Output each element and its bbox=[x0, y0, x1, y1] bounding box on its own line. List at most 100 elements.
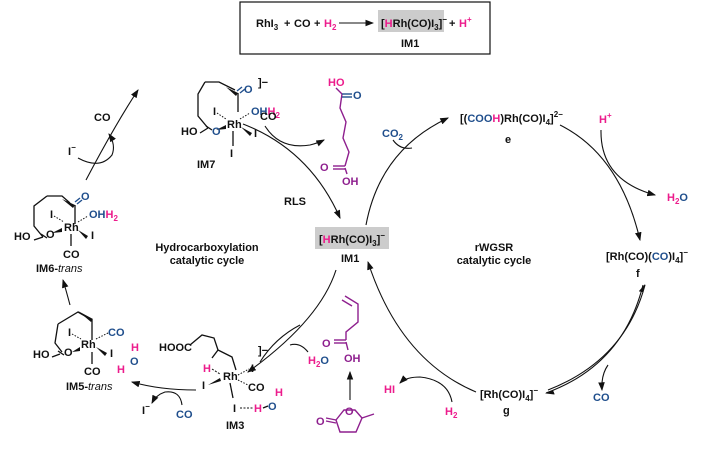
co-released-top-left: CO bbox=[94, 112, 111, 124]
im6-o-carbonyl: O bbox=[81, 191, 90, 203]
im3-water-h1: H bbox=[254, 403, 262, 415]
im7-i-left: I bbox=[213, 106, 216, 118]
im3-co: CO bbox=[248, 382, 265, 394]
h2-in: H2 bbox=[445, 406, 458, 420]
im7-o-carbonyl: O bbox=[244, 84, 253, 96]
arrow-e-to-f bbox=[559, 124, 642, 242]
adipic-oh: OH bbox=[342, 176, 359, 188]
im3-hooc: HOOC bbox=[159, 342, 192, 354]
arrow-g-to-f bbox=[547, 283, 646, 391]
arrow-co-out-f bbox=[598, 364, 609, 392]
im3-i-left: I bbox=[202, 380, 205, 392]
im5-co-top: CO bbox=[108, 327, 125, 339]
intermediate-g-label: g bbox=[503, 405, 510, 417]
lactone-o-ring: O bbox=[345, 406, 354, 418]
arrow-im5-to-im6 bbox=[62, 278, 71, 306]
adipic-o-top: O bbox=[353, 90, 362, 102]
intermediate-f-formula: [Rh(CO)(CO)I4]− bbox=[606, 248, 688, 265]
im6-i-left: I bbox=[50, 209, 53, 221]
adipic-o-bottom: O bbox=[320, 162, 329, 174]
hydrocarboxylation-title-1: Hydrocarboxylation bbox=[155, 242, 259, 254]
eq-plus-2: + bbox=[314, 18, 320, 30]
im6-oh2: OHH2 bbox=[89, 209, 118, 223]
eq-plus-1: + bbox=[284, 18, 290, 30]
im1-formula: [HRh(CO)I3]− bbox=[319, 231, 385, 248]
im7-o: O bbox=[212, 126, 221, 138]
im5-trans-structure: I Rh CO I CO O HO IM5-trans bbox=[33, 311, 125, 393]
im6-label: IM6-trans bbox=[36, 263, 83, 275]
co2-in: CO2 bbox=[382, 128, 404, 142]
arrow-im6-to-im7 bbox=[85, 89, 139, 181]
arrow-iodide-in-co-out bbox=[77, 133, 116, 164]
arrow-im3-to-im5 bbox=[130, 380, 197, 391]
im7-i-bottom: I bbox=[230, 148, 233, 160]
intermediate-g-formula: [Rh(CO)I4]− bbox=[480, 386, 538, 403]
rls-label: RLS bbox=[284, 196, 306, 208]
header-equation-box: RhI3 + CO + H2 [HRh(CO)I3]− + H+ IM1 bbox=[239, 1, 491, 55]
im6-ho: HO bbox=[14, 231, 31, 243]
arrow-pentenoic-in bbox=[259, 324, 301, 363]
arrow-im1-to-e bbox=[365, 117, 449, 226]
pentenoic-o: O bbox=[322, 338, 331, 350]
water-molecule-left: H O H bbox=[117, 342, 139, 376]
arrow-water-in bbox=[289, 343, 309, 353]
im3-charge: ]− bbox=[258, 345, 268, 357]
eq-co: CO bbox=[294, 18, 311, 30]
im5-i-right: I bbox=[110, 348, 113, 360]
im1-highlight bbox=[378, 10, 444, 32]
iodide-out-im5: I− bbox=[142, 402, 150, 417]
arrow-co-in-adipic-out bbox=[264, 125, 325, 147]
proton-in: H+ bbox=[599, 111, 612, 126]
rwgsr-title-1: rWGSR bbox=[475, 242, 514, 254]
im7-charge: ]− bbox=[258, 77, 268, 89]
iodide-in-top-left: I− bbox=[68, 143, 76, 158]
adipic-ho: HO bbox=[328, 77, 345, 89]
arrow-f-to-g bbox=[544, 284, 644, 395]
im5-label: IM5-trans bbox=[66, 381, 113, 393]
arrow-im7-to-im1-rls bbox=[242, 123, 341, 220]
im6-i-right: I bbox=[91, 230, 94, 242]
eq-im1-label: IM1 bbox=[401, 38, 419, 50]
lactone-o-carbonyl: O bbox=[316, 416, 325, 428]
im6-rh: Rh bbox=[64, 222, 79, 234]
arrow-g-to-im1 bbox=[367, 260, 477, 393]
im3-water-o: O bbox=[268, 401, 277, 413]
im3-label: IM3 bbox=[226, 420, 244, 432]
im1-center-highlight bbox=[315, 227, 389, 249]
im6-co: CO bbox=[63, 249, 80, 261]
water-out: H2O bbox=[667, 192, 688, 206]
arrow-im1-to-im3 bbox=[247, 269, 337, 373]
eq-rhi3: RhI3 bbox=[256, 18, 279, 32]
im3-i-bottom: I bbox=[233, 403, 236, 415]
co-out-f: CO bbox=[593, 392, 610, 404]
im3-water-h2: H bbox=[275, 387, 283, 399]
im5-rh: Rh bbox=[81, 339, 96, 351]
gamma-valerolactone-structure: O O bbox=[316, 406, 375, 433]
hi-out: HI bbox=[384, 384, 395, 396]
eq-product-im1: [HRh(CO)I3]− bbox=[381, 15, 447, 32]
im5-i-left: I bbox=[68, 327, 71, 339]
arrow-co-in-iodide-out bbox=[151, 391, 183, 406]
im5-o: O bbox=[64, 347, 73, 359]
arrow-co2-in bbox=[392, 139, 413, 149]
im7-ho: HO bbox=[181, 126, 198, 138]
eq-plus-3: + bbox=[449, 18, 455, 30]
im3-rh: Rh bbox=[223, 371, 238, 383]
rwgsr-title-2: catalytic cycle bbox=[457, 255, 532, 267]
water-h-bottom: H bbox=[117, 364, 125, 376]
eq-proton: H+ bbox=[459, 15, 472, 30]
pentenoic-acid-structure: O OH bbox=[322, 295, 361, 365]
im7-structure: O ]− Rh I OHH2 I I O HO IM7 bbox=[181, 77, 280, 171]
im3-h: H bbox=[203, 363, 211, 375]
im6-o: O bbox=[46, 229, 55, 241]
im7-i-right: I bbox=[254, 128, 257, 140]
water-h-top: H bbox=[131, 342, 139, 354]
im5-co-bottom: CO bbox=[84, 366, 101, 378]
adipic-acid-structure: HO O O OH bbox=[320, 77, 362, 188]
im7-label: IM7 bbox=[197, 159, 215, 171]
intermediate-e-label: e bbox=[505, 134, 511, 146]
im7-oh2: OHH2 bbox=[251, 106, 280, 120]
im7-rh: Rh bbox=[227, 119, 242, 131]
co-in-im7: CO bbox=[260, 111, 277, 123]
